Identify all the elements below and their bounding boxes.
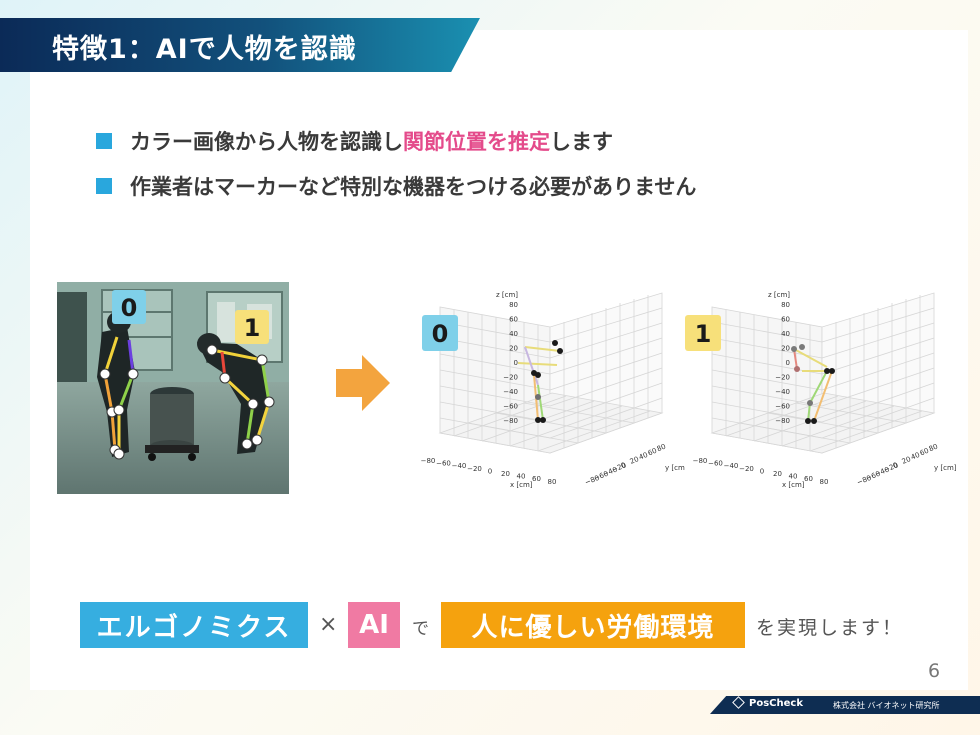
person-1-label: 1 [244, 314, 261, 342]
x-tick-label: −80 [421, 457, 436, 465]
y-tick-label: 0 [620, 461, 627, 470]
z-tick-label: 40 [509, 330, 518, 338]
x-tick-label: −40 [724, 462, 739, 470]
x-tick-label: −20 [467, 465, 482, 473]
person-1-badge [235, 310, 269, 344]
x-tick-label: 60 [804, 475, 813, 483]
y-tick-label: 80 [656, 442, 667, 453]
x-tick-label: −20 [739, 465, 754, 473]
bullet-1-highlight: 関節位置を推定 [403, 130, 550, 154]
y-tick-label: 40 [638, 451, 649, 462]
x-axis-label: x [cm] [510, 481, 533, 489]
y-tick-label: 20 [629, 455, 640, 466]
x-tick-label: 0 [760, 467, 764, 475]
footer-company: 株式会社 バイオネット研究所 [833, 701, 940, 710]
z-tick-label: 80 [781, 301, 790, 309]
footer-brand: PosCheck [732, 696, 803, 709]
bullet-1-text: カラー画像から人物を認識し [130, 130, 403, 154]
z-tick-label: 60 [509, 316, 518, 324]
z-tick-label: −60 [503, 403, 518, 411]
y-axis-label: y [cm] [665, 464, 685, 472]
ergonomics-tag: エルゴノミクス [80, 602, 308, 648]
bullet-square-icon [96, 178, 112, 194]
z-tick-label: 80 [509, 301, 518, 309]
ai-tag: AI [348, 602, 400, 648]
y-tick-label: 0 [892, 461, 899, 470]
de-particle: で [412, 619, 429, 639]
z-tick-label: 20 [781, 345, 790, 353]
y-tick-label: 40 [910, 451, 921, 462]
y-tick-label: 60 [919, 447, 930, 458]
z-tick-label: −20 [503, 374, 518, 382]
z-tick-label: 0 [514, 359, 518, 367]
x-tick-label: 20 [773, 470, 782, 478]
times-sign: × [319, 612, 338, 637]
z-tick-label: −40 [775, 388, 790, 396]
tagline-tail: を実現します！ [756, 617, 904, 639]
person-0-label: 0 [121, 294, 138, 322]
bullet-item-2: 作業者はマーカーなど特別な機器をつける必要がありません [96, 171, 696, 201]
bullet-1-text-end: します [550, 130, 613, 154]
pose-plot-0: 0 z [cm] x [cm] y [cm] 806040200−20−40−6… [421, 291, 685, 489]
page-title: 特徴1：AIで人物を認識 [52, 34, 357, 65]
x-tick-label: −60 [708, 460, 723, 468]
z-tick-label: 60 [781, 316, 790, 324]
x-axis-label: x [cm] [782, 481, 805, 489]
footer-brand-name: PosCheck [749, 698, 803, 709]
y-tick-label: 60 [647, 447, 658, 458]
z-axis-label: z [cm] [496, 291, 518, 299]
poscheck-logo-icon [732, 696, 745, 709]
plot-0-badge [422, 315, 458, 351]
page-number: 6 [928, 660, 941, 682]
arrow-right-icon [336, 355, 390, 411]
x-tick-label: 20 [501, 470, 510, 478]
x-tick-label: 60 [532, 475, 541, 483]
footer-bar [710, 696, 980, 714]
z-tick-label: 40 [781, 330, 790, 338]
x-tick-label: 80 [820, 478, 829, 486]
bullet-item-1: カラー画像から人物を認識し関節位置を推定します [96, 126, 613, 156]
x-tick-label: −60 [436, 460, 451, 468]
z-axis-label: z [cm] [768, 291, 790, 299]
camera-photo: 0 1 [57, 282, 289, 494]
x-tick-label: −80 [693, 457, 708, 465]
z-tick-label: 0 [786, 359, 790, 367]
z-tick-label: −60 [775, 403, 790, 411]
plot-0-label: 0 [432, 320, 449, 348]
y-axis-label: y [cm] [934, 464, 957, 472]
x-tick-label: 0 [488, 467, 492, 475]
z-tick-label: −80 [775, 417, 790, 425]
x-tick-label: 40 [517, 473, 526, 481]
title-bar [0, 18, 480, 72]
z-tick-label: −20 [775, 374, 790, 382]
y-tick-label: 20 [901, 455, 912, 466]
plot-1-badge [685, 315, 721, 351]
x-tick-label: 40 [789, 473, 798, 481]
z-tick-label: −80 [503, 417, 518, 425]
workplace-tag: 人に優しい労働環境 [441, 602, 745, 648]
plot-1-label: 1 [695, 320, 712, 348]
z-tick-label: −40 [503, 388, 518, 396]
bullet-2-text: 作業者はマーカーなど特別な機器をつける必要がありません [130, 175, 697, 199]
pose-plot-1: 1 z [cm] x [cm] y [cm] 806040200−20−40−6… [685, 291, 957, 489]
person-0-badge [112, 290, 146, 324]
bullet-square-icon [96, 133, 112, 149]
z-tick-label: 20 [509, 345, 518, 353]
x-tick-label: 80 [548, 478, 557, 486]
y-tick-label: 80 [928, 442, 939, 453]
x-tick-label: −40 [452, 462, 467, 470]
